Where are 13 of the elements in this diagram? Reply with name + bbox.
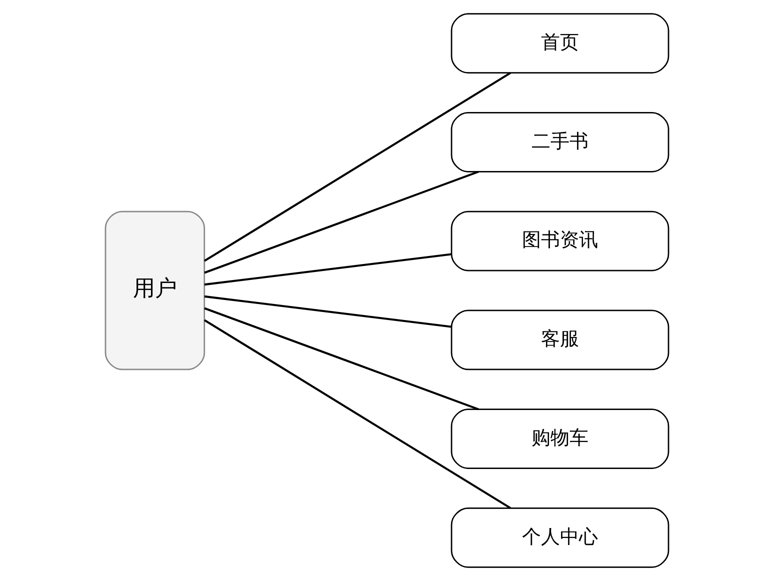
node-box: 个人中心 [450,507,669,568]
connector [204,253,451,286]
connector [203,319,510,509]
connector [204,307,478,410]
connector [204,170,478,274]
node-box: 购物车 [450,408,669,470]
node-box: 用户 [104,210,205,370]
connector [203,72,510,262]
node-box: 客服 [450,310,669,370]
node-box: 首页 [450,13,669,74]
node-box: 图书资讯 [450,210,669,272]
node-box: 二手书 [450,112,669,172]
connector [204,295,451,328]
